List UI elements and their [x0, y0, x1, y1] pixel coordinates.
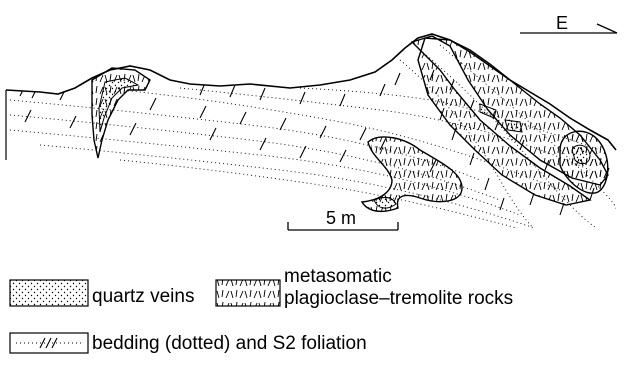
legend-swatch-metasomatic: [216, 280, 280, 306]
legend-label-bedding: bedding (dotted) and S2 foliation: [92, 333, 367, 354]
legend-label-plagioclase-tremolite: plagioclase–tremolite rocks: [284, 288, 513, 309]
legend-swatch-quartz-veins: [10, 280, 88, 306]
legend-label-quartz-veins: quartz veins: [92, 286, 194, 307]
legend-swatch-bedding: [10, 333, 88, 353]
legend-label-metasomatic: metasomatic: [284, 266, 392, 287]
scale-bar-label: 5 m: [326, 208, 356, 228]
compass-arrow: E: [520, 13, 617, 33]
quartz-lens-ridge: [505, 120, 522, 132]
compass-label: E: [556, 13, 568, 33]
